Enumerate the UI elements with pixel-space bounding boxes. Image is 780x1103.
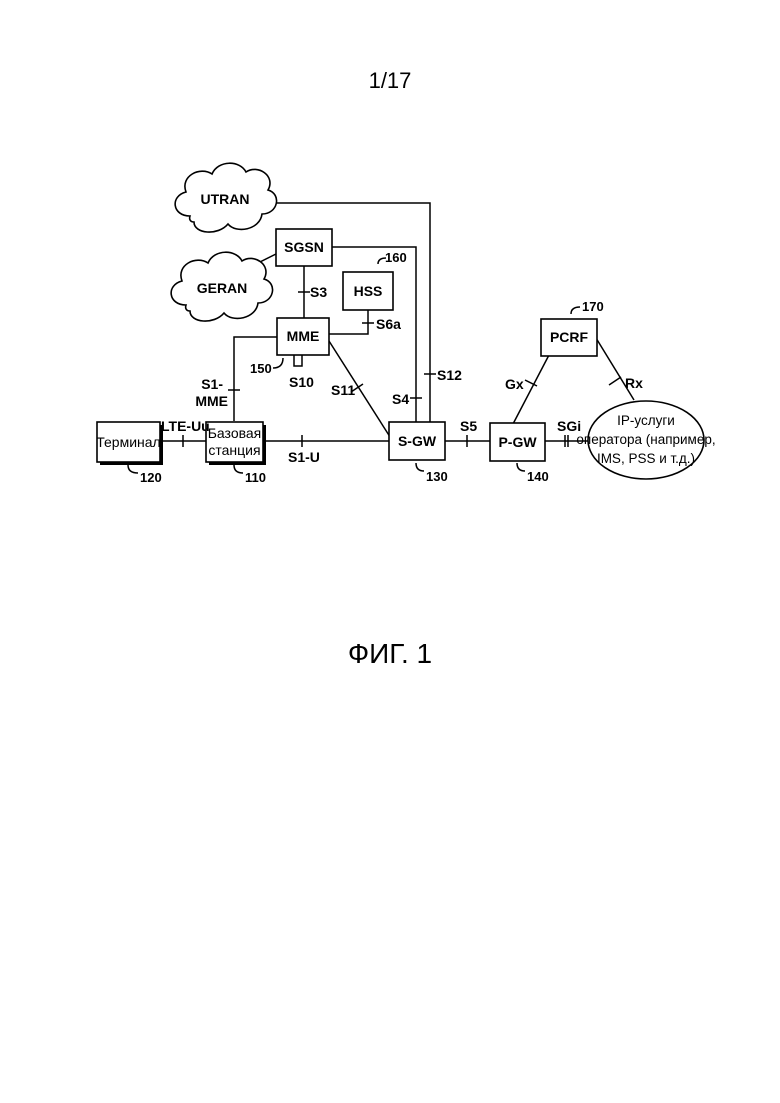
terminal-label: Терминал (96, 434, 160, 450)
utran-cloud: UTRAN (175, 163, 276, 232)
terminal-ref: 120 (140, 470, 162, 485)
sgw-ref-leader (416, 463, 424, 471)
pcrf-ref-leader (571, 307, 580, 314)
sgw-ref: 130 (426, 469, 448, 484)
geran-label: GERAN (197, 280, 248, 296)
sgw-node: S-GW (389, 422, 445, 460)
sgw-label: S-GW (398, 433, 437, 449)
hss-node: HSS (343, 272, 393, 310)
figure-caption: ФИГ. 1 (0, 638, 780, 670)
hss-label: HSS (354, 283, 383, 299)
pgw-ref-leader (517, 463, 525, 471)
hss-mme-link (329, 310, 368, 334)
terminal-node: Терминал (96, 422, 163, 465)
pcrf-ref: 170 (582, 299, 604, 314)
s4-label: S4 (392, 391, 409, 407)
rx-tick (609, 377, 621, 385)
mme-ref-leader (273, 358, 283, 368)
sgi-label: SGi (557, 418, 581, 434)
hss-ref: 160 (385, 250, 407, 265)
mme-enb-link (234, 337, 277, 421)
base-station-ref: 110 (245, 470, 266, 485)
s3-label: S3 (310, 284, 327, 300)
mme-s10-loop (294, 355, 302, 366)
s11-label: S11 (331, 382, 355, 398)
ip-services-node: IP-услуги оператора (например, IMS, PSS … (576, 401, 715, 479)
terminal-ref-leader (128, 465, 138, 473)
s1-u-label: S1-U (288, 449, 320, 465)
s1-mme-label-2: MME (195, 393, 228, 409)
s6a-label: S6a (376, 316, 401, 332)
s1-mme-label-1: S1- (201, 376, 223, 392)
mme-label: MME (287, 328, 320, 344)
base-station-node: Базовая станция (206, 422, 266, 465)
mme-ref: 150 (250, 361, 272, 376)
gx-label: Gx (505, 376, 524, 392)
sgsn-label: SGSN (284, 239, 324, 255)
lte-uu-label: LTE-Uu (161, 418, 210, 434)
pcrf-label: PCRF (550, 329, 589, 345)
geran-cloud: GERAN (171, 252, 272, 321)
pgw-ref: 140 (527, 469, 549, 484)
base-station-label-2: станция (208, 442, 260, 458)
rx-label: Rx (625, 375, 643, 391)
ip-services-label-3: IMS, PSS и т.д.) (597, 451, 695, 466)
mme-node: MME (277, 318, 329, 355)
s5-label: S5 (460, 418, 477, 434)
s12-label: S12 (437, 367, 462, 383)
ip-services-label-1: IP-услуги (617, 413, 675, 428)
pgw-label: P-GW (498, 434, 537, 450)
ip-services-label-2: оператора (например, (576, 432, 715, 447)
sgsn-node: SGSN (276, 229, 332, 266)
s10-label: S10 (289, 374, 314, 390)
base-station-ref-leader (234, 465, 243, 473)
pgw-node: P-GW (490, 423, 545, 461)
utran-label: UTRAN (201, 191, 250, 207)
pcrf-node: PCRF (541, 319, 597, 356)
base-station-label-1: Базовая (208, 425, 262, 441)
